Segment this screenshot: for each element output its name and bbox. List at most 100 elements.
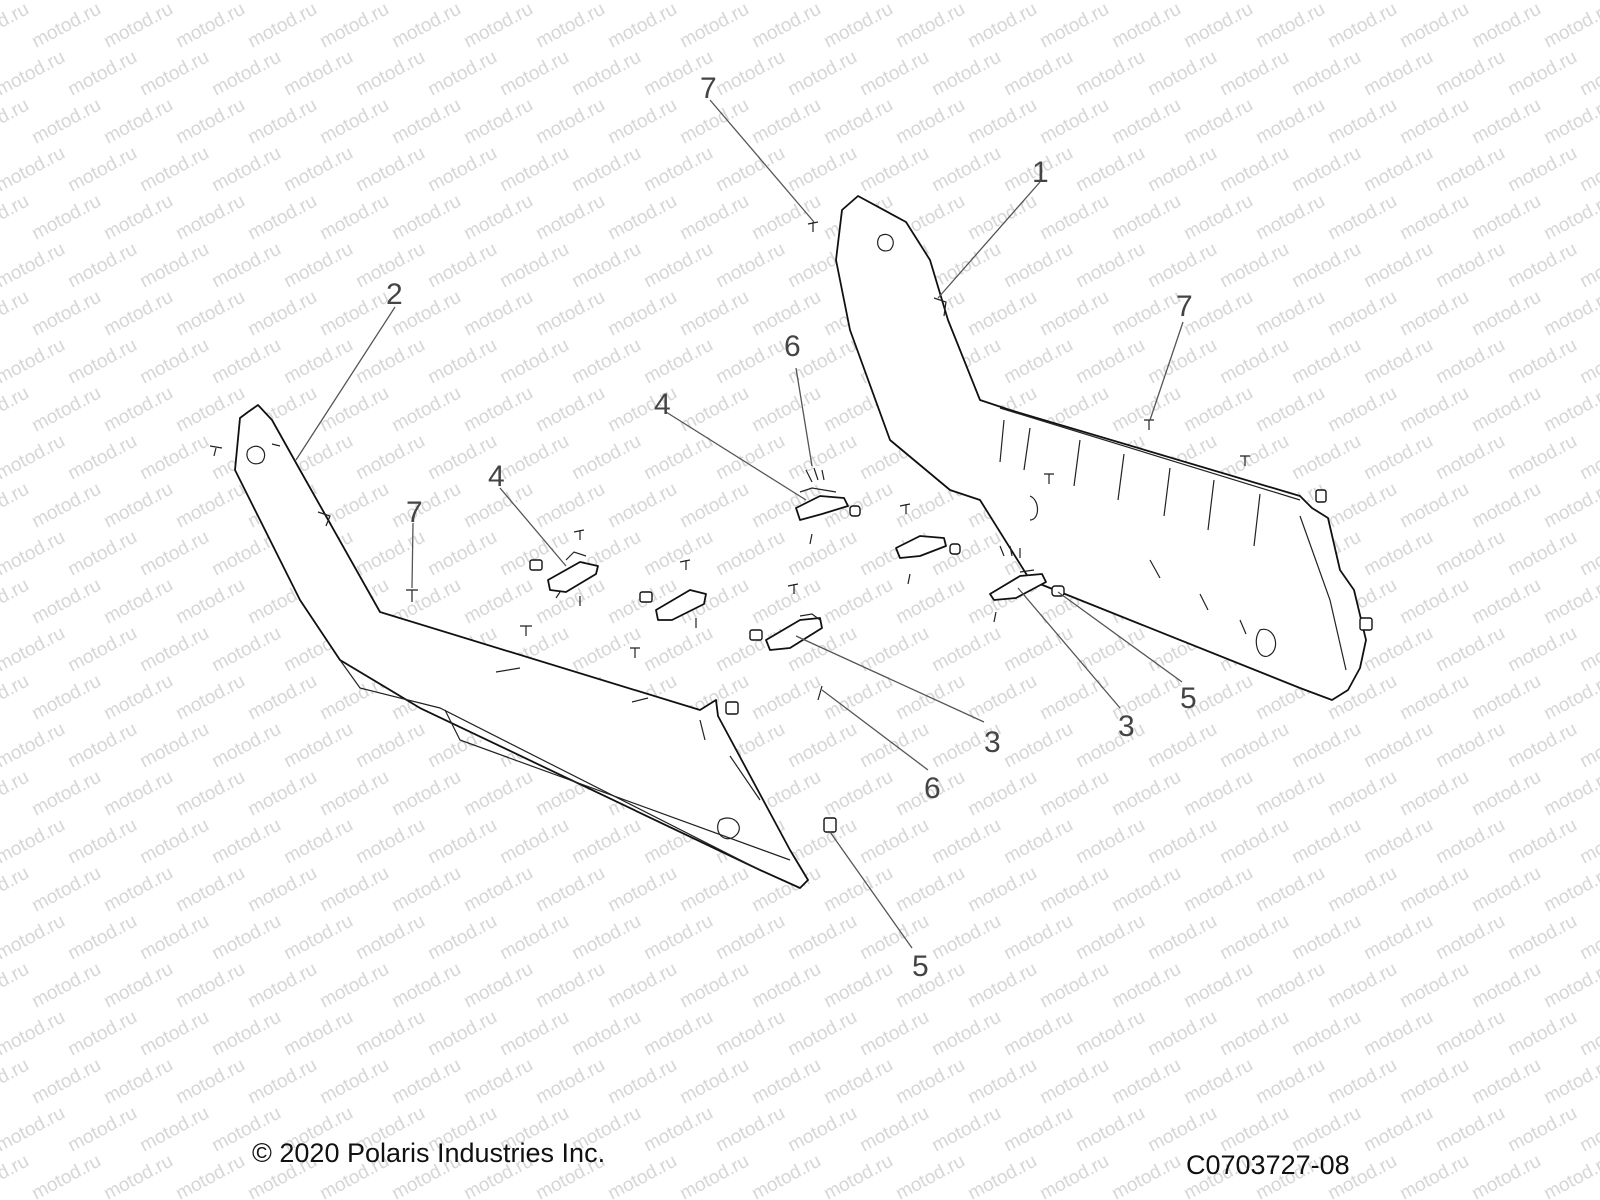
watermark-text: motod.ru (172, 959, 248, 1013)
watermark-text: motod.ru (1108, 1151, 1184, 1200)
watermark-text: motod.ru (1432, 335, 1508, 389)
callout-3: 3 (1118, 710, 1135, 743)
watermark-text: motod.ru (1396, 287, 1472, 341)
callout-5: 5 (1180, 682, 1197, 715)
fasteners (209, 221, 1250, 701)
watermark-text: motod.ru (0, 719, 69, 773)
watermark-text: motod.ru (172, 1055, 248, 1109)
watermark-text: motod.ru (640, 1007, 716, 1061)
watermark-text: motod.ru (1360, 143, 1436, 197)
watermark-text: motod.ru (496, 431, 572, 485)
watermark-text: motod.ru (64, 239, 140, 293)
watermark-text: motod.ru (1180, 959, 1256, 1013)
watermark-text: motod.ru (748, 383, 824, 437)
watermark-text: motod.ru (532, 191, 608, 245)
watermark-text: motod.ru (1252, 959, 1328, 1013)
leader-lines (295, 99, 1184, 949)
watermark-text: motod.ru (1396, 863, 1472, 917)
callout-labels: 1 2 3 3 4 4 5 5 6 6 7 7 7 (386, 72, 1197, 983)
watermark-text: motod.ru (964, 287, 1040, 341)
watermark-text: motod.ru (712, 335, 788, 389)
watermark-text: motod.ru (0, 95, 33, 149)
watermark-text: motod.ru (1504, 0, 1580, 4)
watermark-text: motod.ru (1504, 527, 1580, 581)
watermark-text: motod.ru (496, 1007, 572, 1061)
watermark-text: motod.ru (604, 95, 680, 149)
watermark-text: motod.ru (532, 479, 608, 533)
watermark-text: motod.ru (28, 863, 104, 917)
watermark-text: motod.ru (532, 959, 608, 1013)
watermark-text: motod.ru (136, 1103, 212, 1157)
watermark-text: motod.ru (1216, 47, 1292, 101)
watermark-text: motod.ru (1108, 0, 1184, 52)
watermark-text: motod.ru (0, 0, 69, 4)
watermark-text: motod.ru (604, 287, 680, 341)
watermark-text: motod.ru (64, 527, 140, 581)
watermark-text: motod.ru (1468, 287, 1544, 341)
watermark-text: motod.ru (1108, 287, 1184, 341)
watermark-text: motod.ru (1216, 815, 1292, 869)
watermark-text: motod.ru (0, 767, 33, 821)
watermark-text: motod.ru (64, 47, 140, 101)
watermark-text: motod.ru (1072, 0, 1148, 4)
callout-2: 2 (386, 278, 403, 311)
watermark-text: motod.ru (784, 1103, 860, 1157)
watermark-text: motod.ru (748, 959, 824, 1013)
watermark-text: motod.ru (1504, 1007, 1580, 1061)
watermark-text: motod.ru (460, 863, 536, 917)
watermark-text: motod.ru (64, 1103, 140, 1157)
watermark-text: motod.ru (1072, 719, 1148, 773)
watermark-text: motod.ru (424, 911, 500, 965)
watermark-text: motod.ru (568, 815, 644, 869)
watermark-text: motod.ru (28, 191, 104, 245)
watermark-text: motod.ru (640, 527, 716, 581)
watermark-text: motod.ru (1576, 143, 1600, 197)
watermark-text: motod.ru (1576, 239, 1600, 293)
watermark-text: motod.ru (928, 623, 1004, 677)
watermark-text: motod.ru (172, 191, 248, 245)
watermark-text: motod.ru (388, 479, 464, 533)
watermark-text: motod.ru (964, 767, 1040, 821)
watermark-text: motod.ru (460, 0, 536, 52)
watermark-text: motod.ru (1360, 719, 1436, 773)
watermark-text: motod.ru (244, 95, 320, 149)
watermark-text: motod.ru (100, 671, 176, 725)
watermark-text: motod.ru (28, 959, 104, 1013)
watermark-text: motod.ru (892, 1055, 968, 1109)
watermark-text: motod.ru (820, 0, 896, 52)
watermark-text: motod.ru (496, 239, 572, 293)
watermark-text: motod.ru (1108, 959, 1184, 1013)
watermark-text: motod.ru (1252, 191, 1328, 245)
watermark-text: motod.ru (496, 815, 572, 869)
watermark-text: motod.ru (100, 1151, 176, 1200)
watermark-text: motod.ru (712, 143, 788, 197)
watermark-text: motod.ru (532, 1055, 608, 1109)
watermark-text: motod.ru (1000, 0, 1076, 4)
watermark-text: motod.ru (244, 959, 320, 1013)
watermark-text: motod.ru (1432, 47, 1508, 101)
watermark-text: motod.ru (0, 287, 33, 341)
watermark-text: motod.ru (1036, 1151, 1112, 1200)
watermark-text: motod.ru (172, 1151, 248, 1200)
watermark-text: motod.ru (388, 767, 464, 821)
watermark-text: motod.ru (1000, 239, 1076, 293)
watermark-text: motod.ru (1576, 719, 1600, 773)
watermark-text: motod.ru (136, 527, 212, 581)
watermark-text: motod.ru (856, 1007, 932, 1061)
watermark-text: motod.ru (460, 287, 536, 341)
watermark-text: motod.ru (568, 431, 644, 485)
watermark-text: motod.ru (1252, 767, 1328, 821)
callout-3: 3 (984, 726, 1001, 759)
watermark-text: motod.ru (964, 671, 1040, 725)
watermark-text: motod.ru (1288, 335, 1364, 389)
callout-5: 5 (912, 950, 929, 983)
watermark-text: motod.ru (280, 335, 356, 389)
watermark-text: motod.ru (712, 431, 788, 485)
watermark-text: motod.ru (568, 911, 644, 965)
watermark-text: motod.ru (568, 1007, 644, 1061)
copyright-text: © 2020 Polaris Industries Inc. (252, 1138, 606, 1168)
watermark-text: motod.ru (1324, 767, 1400, 821)
watermark-text: motod.ru (856, 0, 932, 4)
watermark-text: motod.ru (892, 863, 968, 917)
watermark-text: motod.ru (1216, 1007, 1292, 1061)
